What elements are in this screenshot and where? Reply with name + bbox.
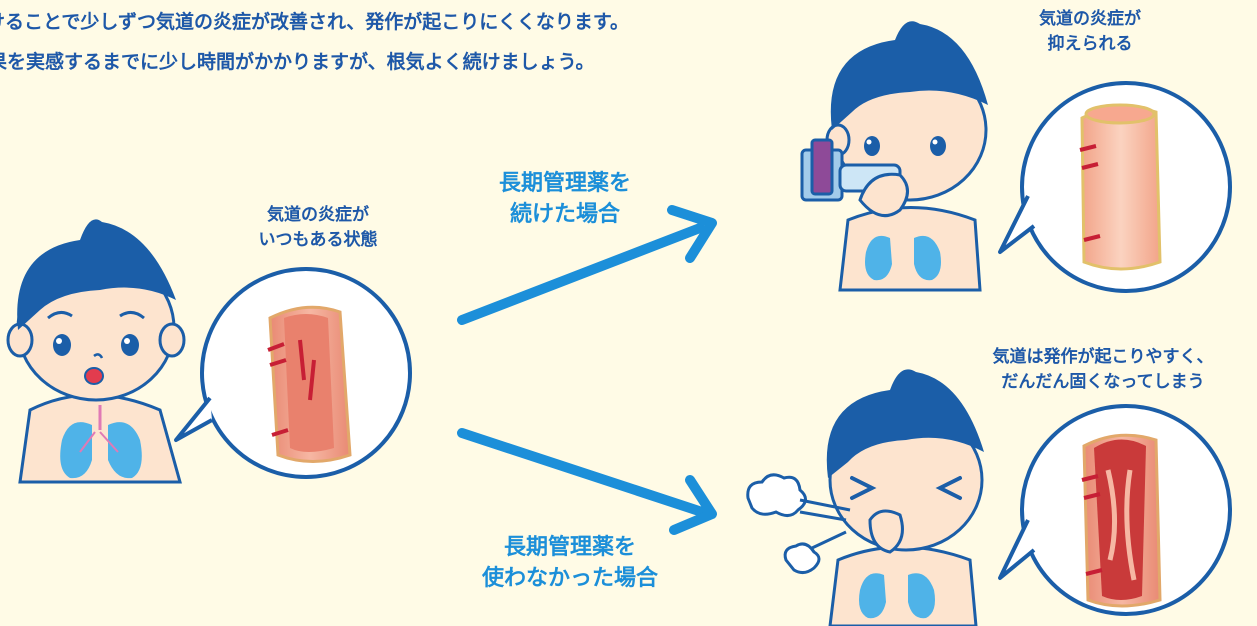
label-continued-result-line-2: 抑えられる (1047, 34, 1133, 54)
label-stopped-result-line-2: だんだん固くなってしまう (1001, 372, 1205, 392)
label-continued-result-line-1: 気道の炎症が (1039, 9, 1141, 29)
label-stopped-result: 気道は発作が起こりやすく、 だんだん固くなってしまう (958, 345, 1248, 395)
label-continued-line-1: 長期管理薬を (498, 171, 631, 196)
boy-stopped (746, 369, 984, 626)
airway-healthy-icon (1079, 103, 1162, 271)
lungs-icon (859, 573, 935, 619)
label-stopped-result-line-1: 気道は発作が起こりやすく、 (992, 347, 1214, 367)
airway-bubble-continued (998, 81, 1232, 293)
airway-bubble-stopped (998, 404, 1232, 616)
airway-remodeled-icon (1081, 433, 1162, 608)
boy-continued (800, 21, 988, 292)
label-continued-result: 気道の炎症が 抑えられる (1020, 7, 1160, 57)
intro-line-2: 果を実感するまでに少し時間がかかりますが、根気よく続けましょう。 (0, 51, 595, 73)
label-stopped-line-1: 長期管理薬を (503, 535, 636, 560)
arrow-continue (457, 205, 717, 325)
intro-text: けることで少しずつ気道の炎症が改善され、発作が起こりにくくなります。 果を実感す… (0, 0, 820, 100)
arrow-stop (457, 428, 717, 535)
lungs-icon (865, 235, 941, 281)
airway-inflamed-icon (267, 305, 352, 463)
label-baseline-line-2: いつもある状態 (258, 230, 378, 250)
lungs-icon (60, 405, 142, 479)
label-baseline: 気道の炎症が いつもある状態 (228, 203, 408, 253)
label-stopped: 長期管理薬を 使わなかった場合 (470, 532, 670, 594)
label-continued: 長期管理薬を 続けた場合 (480, 168, 650, 230)
intro-line-1: けることで少しずつ気道の炎症が改善され、発作が起こりにくくなります。 (0, 11, 629, 33)
label-baseline-line-1: 気道の炎症が (267, 205, 369, 225)
cough-icon (746, 473, 851, 575)
label-continued-line-2: 続けた場合 (509, 202, 620, 227)
label-stopped-line-2: 使わなかった場合 (481, 566, 658, 591)
boy-baseline (6, 219, 186, 484)
airway-bubble-baseline (174, 267, 412, 479)
